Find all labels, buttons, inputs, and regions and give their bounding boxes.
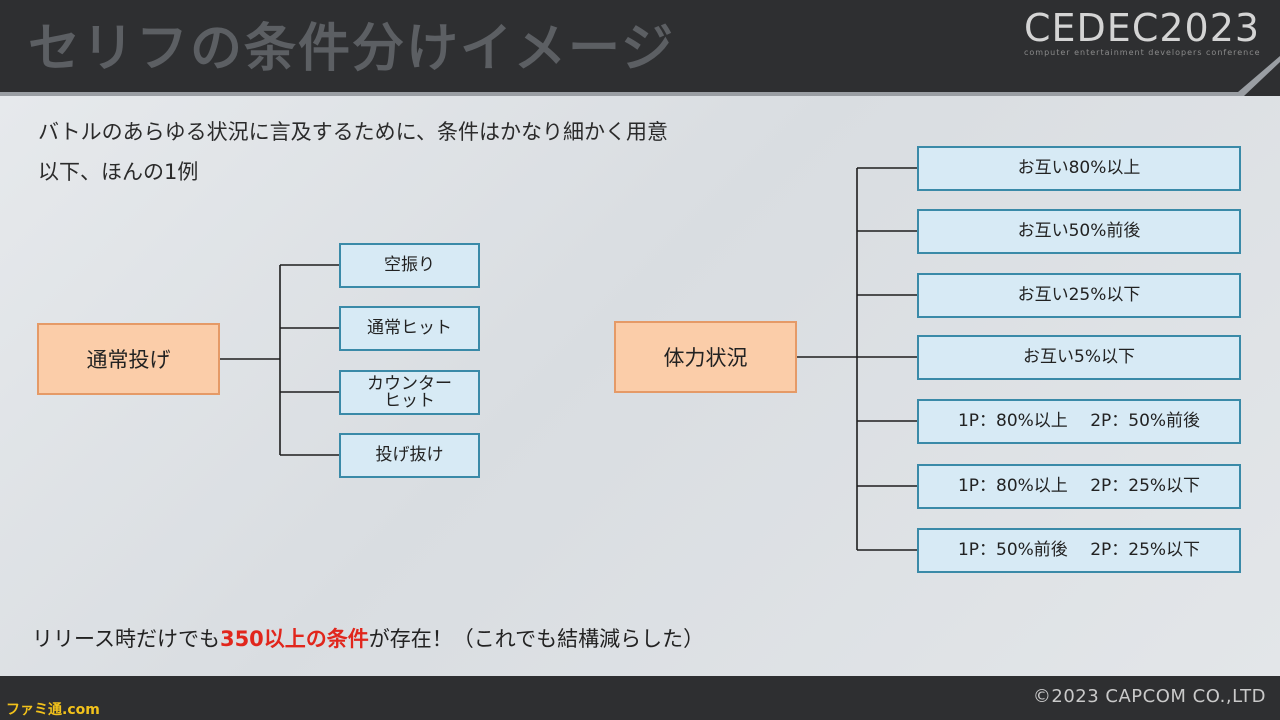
logo-subtext: computer entertainment developers confer…: [1024, 48, 1261, 57]
node-normal-hit: 通常ヒット: [339, 306, 480, 351]
node-both-25: お互い25%以下: [917, 273, 1241, 318]
cedec-logo: CEDEC2023 computer entertainment develop…: [1024, 6, 1261, 64]
node-both-80: お互い80%以上: [917, 146, 1241, 191]
node-1p50-2p25: 1P：50%前後 2P：25%以下: [917, 528, 1241, 573]
header-bar: セリフの条件分けイメージ CEDEC2023 computer entertai…: [0, 0, 1280, 96]
intro-line-1: バトルのあらゆる状況に言及するために、条件はかなり細かく用意: [38, 120, 668, 144]
famitsu-watermark: ファミ通.com: [6, 702, 100, 718]
intro-line-2: 以下、ほんの1例: [38, 160, 199, 184]
footer-bar: [0, 676, 1280, 720]
node-1p80-2p25: 1P：80%以上 2P：25%以下: [917, 464, 1241, 509]
node-health-status: 体力状況: [614, 321, 797, 393]
logo-text: CEDEC2023: [1024, 6, 1261, 50]
slide-title: セリフの条件分けイメージ: [28, 19, 675, 79]
footer-note-prefix: リリース時だけでも: [32, 627, 220, 651]
node-normal-throw: 通常投げ: [37, 323, 220, 395]
copyright-text: ©2023 CAPCOM CO.,LTD: [1032, 686, 1266, 707]
node-whiff: 空振り: [339, 243, 480, 288]
header-accent-band: [0, 56, 1280, 96]
footer-note-highlight: 350以上の条件: [219, 627, 369, 651]
node-throw-escape: 投げ抜け: [339, 433, 480, 478]
footer-note: リリース時だけでも350以上の条件が存在！（これでも結構減らした）: [32, 624, 704, 654]
node-both-50: お互い50%前後: [917, 209, 1241, 254]
node-1p80-2p50: 1P：80%以上 2P：50%前後: [917, 399, 1241, 444]
node-counter-hit: カウンター ヒット: [339, 370, 480, 415]
footer-note-suffix: が存在！（これでも結構減らした）: [368, 627, 705, 651]
node-both-5: お互い5%以下: [917, 335, 1241, 380]
